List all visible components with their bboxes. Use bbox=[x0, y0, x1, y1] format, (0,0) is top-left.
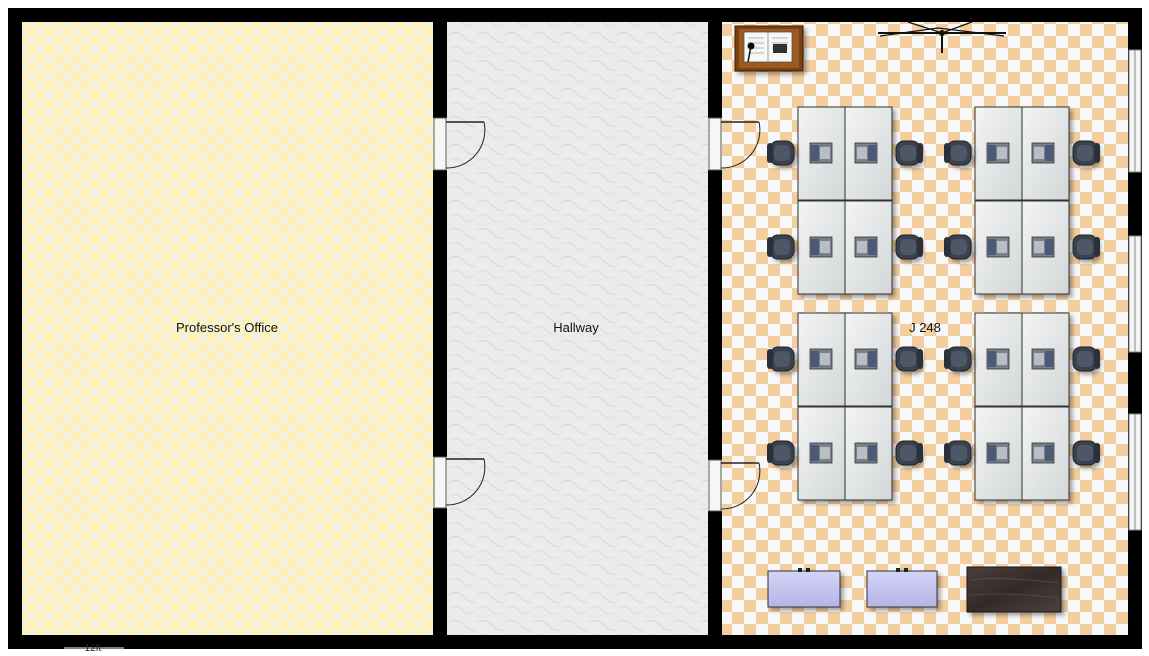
workstation-desk[interactable] bbox=[974, 406, 1023, 501]
computer-monitor[interactable] bbox=[1031, 142, 1055, 164]
office-floor bbox=[22, 22, 433, 635]
office-chair[interactable] bbox=[1072, 234, 1100, 260]
office-chair[interactable] bbox=[944, 346, 972, 372]
workstation-desk[interactable] bbox=[844, 406, 893, 501]
wooden-table[interactable] bbox=[966, 566, 1062, 613]
workstation-desk[interactable] bbox=[844, 106, 893, 201]
workstation-desk[interactable] bbox=[1021, 406, 1070, 501]
computer-monitor[interactable] bbox=[1031, 236, 1055, 258]
computer-monitor[interactable] bbox=[986, 236, 1010, 258]
workstation-desk[interactable] bbox=[1021, 106, 1070, 201]
computer-monitor[interactable] bbox=[986, 348, 1010, 370]
office-chair[interactable] bbox=[1072, 140, 1100, 166]
workstation-desk[interactable] bbox=[974, 200, 1023, 295]
workstation-desk[interactable] bbox=[844, 200, 893, 295]
office-chair[interactable] bbox=[767, 440, 795, 466]
classroom-label: J 248 bbox=[909, 320, 941, 335]
door-classroom-bottom[interactable] bbox=[708, 459, 761, 512]
computer-monitor[interactable] bbox=[809, 442, 833, 464]
office-chair[interactable] bbox=[895, 234, 923, 260]
office-chair[interactable] bbox=[944, 234, 972, 260]
windows bbox=[1128, 49, 1142, 531]
office-chair[interactable] bbox=[1072, 440, 1100, 466]
computer-monitor[interactable] bbox=[1031, 348, 1055, 370]
office-chair[interactable] bbox=[944, 440, 972, 466]
desk-cluster bbox=[767, 312, 923, 501]
computer-monitor[interactable] bbox=[854, 142, 878, 164]
workstation-desk[interactable] bbox=[1021, 312, 1070, 407]
office-chair[interactable] bbox=[895, 346, 923, 372]
hallway-label: Hallway bbox=[553, 320, 599, 335]
ceiling-fan-icon bbox=[878, 21, 1006, 53]
workstation-desk[interactable] bbox=[797, 106, 846, 201]
workstation-desk[interactable] bbox=[797, 312, 846, 407]
scale-label: 12ft bbox=[85, 643, 102, 654]
computer-monitor[interactable] bbox=[854, 442, 878, 464]
office-chair[interactable] bbox=[767, 234, 795, 260]
computer-monitor[interactable] bbox=[809, 142, 833, 164]
office-chair[interactable] bbox=[944, 140, 972, 166]
office-chair[interactable] bbox=[767, 346, 795, 372]
computer-monitor[interactable] bbox=[854, 348, 878, 370]
desk-cluster bbox=[944, 312, 1100, 501]
office-label: Professor's Office bbox=[176, 320, 278, 335]
workstation-desk[interactable] bbox=[1021, 200, 1070, 295]
workstation-desk[interactable] bbox=[797, 200, 846, 295]
computer-monitor[interactable] bbox=[986, 442, 1010, 464]
office-chair[interactable] bbox=[1072, 346, 1100, 372]
computer-monitor[interactable] bbox=[809, 348, 833, 370]
door-office-top[interactable] bbox=[433, 117, 486, 171]
workstation-desk[interactable] bbox=[974, 106, 1023, 201]
storage-cabinet-left[interactable] bbox=[767, 568, 841, 608]
door-office-bottom[interactable] bbox=[433, 456, 486, 509]
desk-cluster bbox=[944, 106, 1100, 295]
office-chair[interactable] bbox=[895, 140, 923, 166]
computer-monitor[interactable] bbox=[809, 236, 833, 258]
office-chair[interactable] bbox=[767, 140, 795, 166]
computer-monitor[interactable] bbox=[986, 142, 1010, 164]
storage-cabinet-right[interactable] bbox=[866, 568, 938, 608]
lectern-with-book-icon[interactable] bbox=[734, 25, 804, 72]
hallway-floor bbox=[447, 22, 708, 635]
office-chair[interactable] bbox=[895, 440, 923, 466]
computer-monitor[interactable] bbox=[1031, 442, 1055, 464]
computer-monitor[interactable] bbox=[854, 236, 878, 258]
walls bbox=[8, 8, 1142, 649]
door-classroom-top[interactable] bbox=[708, 117, 761, 171]
workstation-desk[interactable] bbox=[974, 312, 1023, 407]
workstation-desk[interactable] bbox=[844, 312, 893, 407]
classroom-furniture bbox=[767, 106, 1100, 501]
scale-bar: 12ft bbox=[64, 643, 124, 654]
workstation-desk[interactable] bbox=[797, 406, 846, 501]
desk-cluster bbox=[767, 106, 923, 295]
